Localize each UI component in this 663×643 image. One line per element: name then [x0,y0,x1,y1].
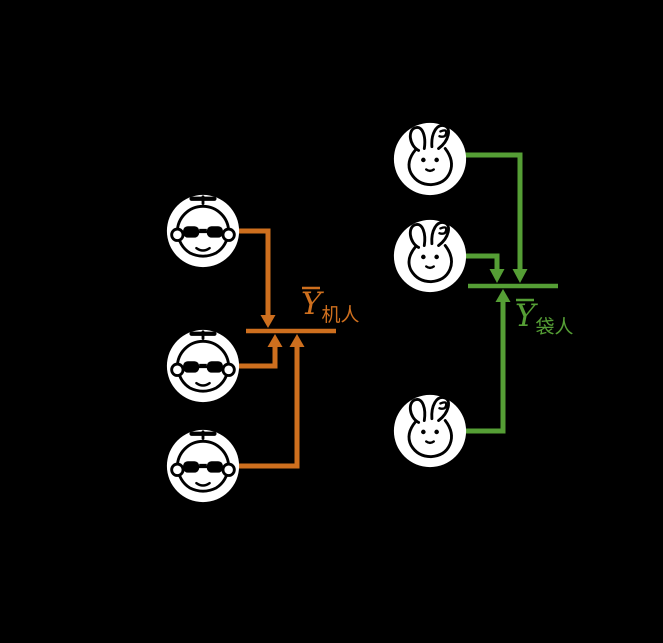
mean-symbol-jiren: Y [301,286,324,322]
arrow-up-jiren-3-icon [289,334,305,347]
group-dairen-connectors [462,152,558,434]
mean-label-dairen-text: Y袋人 [515,298,573,338]
group-dairen: Y袋人 [392,121,573,469]
connector-dairen-member-2 [462,253,500,270]
arrow-down-dairen-2-icon [489,269,505,283]
arrow-up-jiren-2-icon [267,334,283,347]
arrow-down-jiren-1-icon [260,315,276,328]
arrow-down-dairen-1-icon [512,269,528,283]
mean-symbol-dairen: Y [515,298,538,334]
mean-subscript-jiren: 机人 [321,304,359,326]
mean-label-jiren: Y机人 [301,286,359,326]
group-jiren: Y机人 [167,195,359,502]
group-jiren-connectors [235,228,336,469]
pilot-avatar-1 [167,195,239,267]
connector-dairen-member-1 [462,152,523,270]
connector-dairen-member-3 [462,302,506,434]
connector-jiren-member-3 [235,347,300,469]
connector-jiren-member-1 [235,228,271,316]
rabbit-avatar-2 [392,218,468,294]
mean-subscript-dairen: 袋人 [535,316,573,338]
rabbit-avatar-3 [392,393,468,469]
connector-jiren-member-2 [235,347,278,369]
mean-label-dairen: Y袋人 [515,298,573,338]
pilot-avatar-3 [167,430,239,502]
mean-label-jiren-text: Y机人 [301,286,359,326]
pilot-avatar-2 [167,330,239,402]
rabbit-avatar-1 [392,121,468,197]
arrow-up-dairen-3-icon [495,289,511,302]
